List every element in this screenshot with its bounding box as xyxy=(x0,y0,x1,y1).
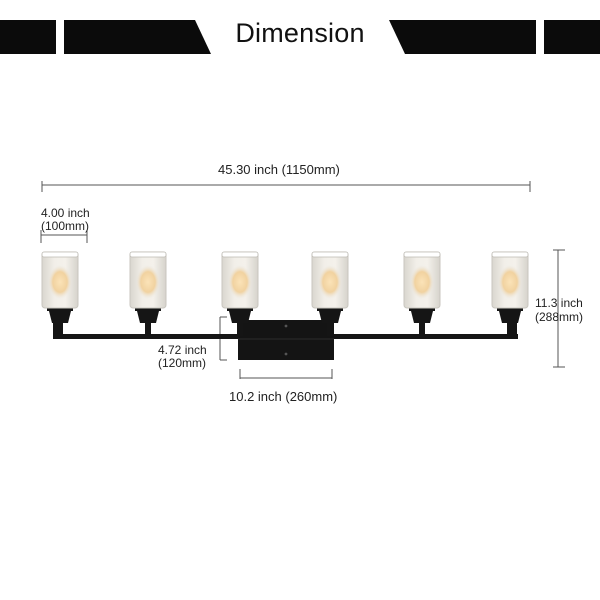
lamp-glass-rim xyxy=(221,251,259,258)
fixture-backplate xyxy=(238,320,334,360)
lamp-socket-ring xyxy=(47,307,73,311)
banner-block-left-2 xyxy=(64,20,211,54)
lamp-stem xyxy=(327,322,333,336)
height-label-mm: (288mm) xyxy=(535,310,584,324)
lamp-bulb xyxy=(48,265,72,299)
header-banner xyxy=(0,20,600,54)
banner-block-right-1 xyxy=(389,20,536,54)
height-dimension-line xyxy=(553,249,565,368)
page-title: Dimension xyxy=(235,18,365,48)
fixture-arm-bar xyxy=(53,316,518,339)
lamp-socket-cup xyxy=(411,311,433,323)
lamp-bulb xyxy=(136,265,160,299)
lamp-socket-ring xyxy=(317,307,343,311)
banner-block-right-2 xyxy=(544,20,600,54)
total-width-label: 45.30 inch (1150mm) xyxy=(218,162,340,177)
lamp-head xyxy=(311,251,349,336)
lamp-socket-cup xyxy=(49,311,71,323)
lamp-socket-ring xyxy=(409,307,435,311)
backplate-width-dimension-line xyxy=(239,369,333,379)
shade-width-label-mm: (100mm) xyxy=(41,219,90,233)
lamp-stem xyxy=(145,322,151,336)
backplate-height-label-in: 4.72 inch xyxy=(158,343,207,357)
lamp-head xyxy=(41,251,79,336)
lamp-glass-rim xyxy=(491,251,529,258)
lamp-socket-cup xyxy=(319,311,341,323)
lamp-socket-cup xyxy=(499,311,521,323)
lamp-stem xyxy=(237,322,243,336)
lamp-socket-ring xyxy=(227,307,253,311)
backplate-height-label-mm: (120mm) xyxy=(158,356,207,370)
lamp-head xyxy=(403,251,441,336)
lamp-bulb xyxy=(228,265,252,299)
lamp-socket-cup xyxy=(137,311,159,323)
lamp-bulb xyxy=(318,265,342,299)
lamp-head xyxy=(129,251,167,336)
lamp-glass-rim xyxy=(41,251,79,258)
lamp-socket-ring xyxy=(135,307,161,311)
total-width-dimension-line xyxy=(41,181,531,192)
lamp-stem xyxy=(419,322,425,336)
lamp-socket-ring xyxy=(497,307,523,311)
lamp-glass-rim xyxy=(311,251,349,258)
shade-width-label-in: 4.00 inch xyxy=(41,206,90,220)
lamp-glass-rim xyxy=(129,251,167,258)
lamp-socket-cup xyxy=(229,311,251,323)
lamp-glass-rim xyxy=(403,251,441,258)
banner-block-left-1 xyxy=(0,20,56,54)
lamp-stem xyxy=(507,322,513,336)
backplate-width-label: 10.2 inch (260mm) xyxy=(229,389,338,404)
shade-width-dimension-line xyxy=(40,230,88,243)
lamp-head xyxy=(221,251,259,336)
lamp-head xyxy=(491,251,529,336)
lamp-bulb xyxy=(410,265,434,299)
lamp-bulb xyxy=(498,265,522,299)
height-label-in: 11.3 inch xyxy=(535,296,583,310)
lamp-stem xyxy=(57,322,63,336)
